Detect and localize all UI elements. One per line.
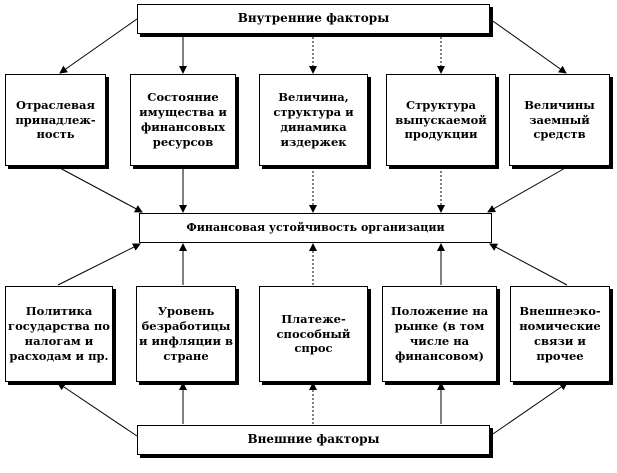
external-factor-box: Внешнеэко-номические связи и прочее <box>510 286 610 382</box>
arrow-internal-1 <box>59 18 138 74</box>
internal-factor-box: Отраслевая принадлеж-ность <box>5 74 106 166</box>
external-factor-box: Платеже-способный спрос <box>259 286 368 382</box>
arrow-to-center-5 <box>487 166 568 213</box>
external-factor-box: Положение на рынке (в том числе на финан… <box>382 286 497 382</box>
external-factors-header: Внешние факторы <box>137 425 490 455</box>
arrow-ext-to-center-5 <box>489 243 568 286</box>
internal-factor-box: Величина, структура и динамика издержек <box>259 74 368 166</box>
arrow-external-5 <box>489 382 568 437</box>
financial-stability-box: Финансовая устойчивость организации <box>139 213 492 243</box>
internal-factor-box: Величины заемный средств <box>509 74 610 166</box>
external-factor-box: Уровень безработицы и инфляции в стране <box>136 286 236 382</box>
internal-factor-box: Структура выпускаемой продукции <box>386 74 496 166</box>
arrow-external-1 <box>57 382 138 437</box>
arrow-internal-5 <box>489 18 567 74</box>
arrow-to-center-1 <box>57 166 143 213</box>
internal-factors-header: Внутренние факторы <box>137 4 490 34</box>
arrow-ext-to-center-1 <box>57 243 141 286</box>
external-factor-box: Политика государства по налогам и расход… <box>5 286 113 382</box>
internal-factor-box: Состояние имущества и финансовых ресурсо… <box>130 74 236 166</box>
